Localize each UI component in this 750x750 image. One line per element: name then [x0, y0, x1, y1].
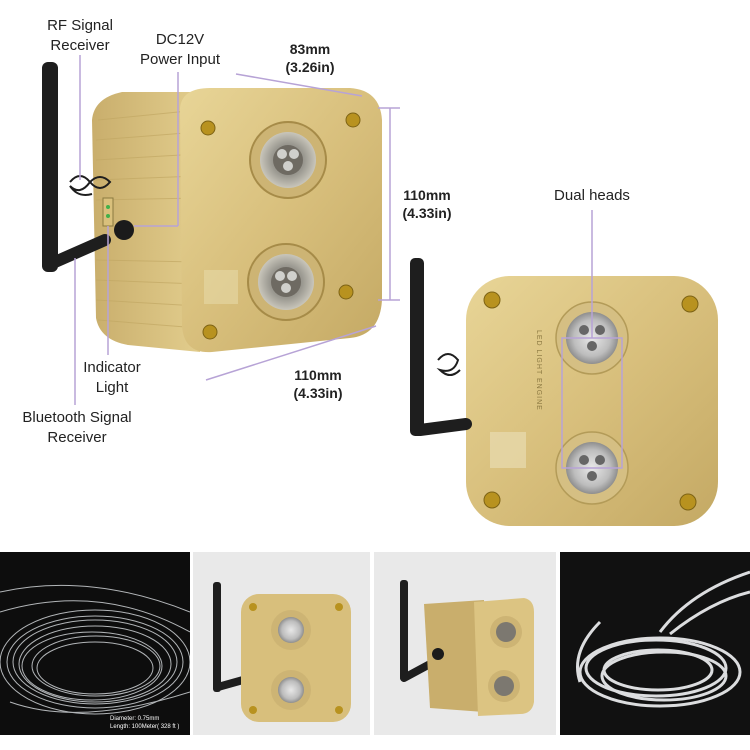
product-illustration [42, 55, 718, 526]
dimension-height: 110mm (4.33in) [402, 187, 452, 221]
label-bluetooth-receiver: Bluetooth Signal Receiver [22, 409, 132, 446]
dimension-width: 110mm (4.33in) [293, 367, 343, 401]
thumbnail-device-angled [374, 552, 556, 735]
antenna-icon [42, 62, 58, 272]
thumbnail-fiber-coil: Diameter: 0.75mm Length: 100Meter( 328 f… [0, 552, 190, 735]
label-dual-heads: Dual heads [554, 187, 630, 204]
thumbnail-fiber-bundle [560, 552, 750, 735]
device-label-text: LED LIGHT ENGINE [535, 330, 542, 411]
label-indicator-light: Indicator Light [83, 359, 141, 396]
dimension-depth: 83mm (3.26in) [285, 41, 335, 75]
fiber-bundle-image [576, 570, 750, 708]
device-angled-image [400, 580, 534, 716]
fiber-coil-image [0, 584, 190, 715]
label-dc-power-input: DC12V Power Input [139, 31, 221, 68]
thumbnail-device-front [193, 552, 370, 735]
device-front-image [213, 582, 351, 722]
left-device [42, 55, 400, 405]
right-device [410, 210, 718, 526]
antenna-icon [410, 258, 424, 436]
fiber-length-caption: Length: 100Meter( 328 ft ) [110, 724, 180, 730]
label-rf-signal-receiver: RF Signal Receiver [47, 17, 113, 54]
fiber-diameter-caption: Diameter: 0.75mm [110, 716, 160, 722]
